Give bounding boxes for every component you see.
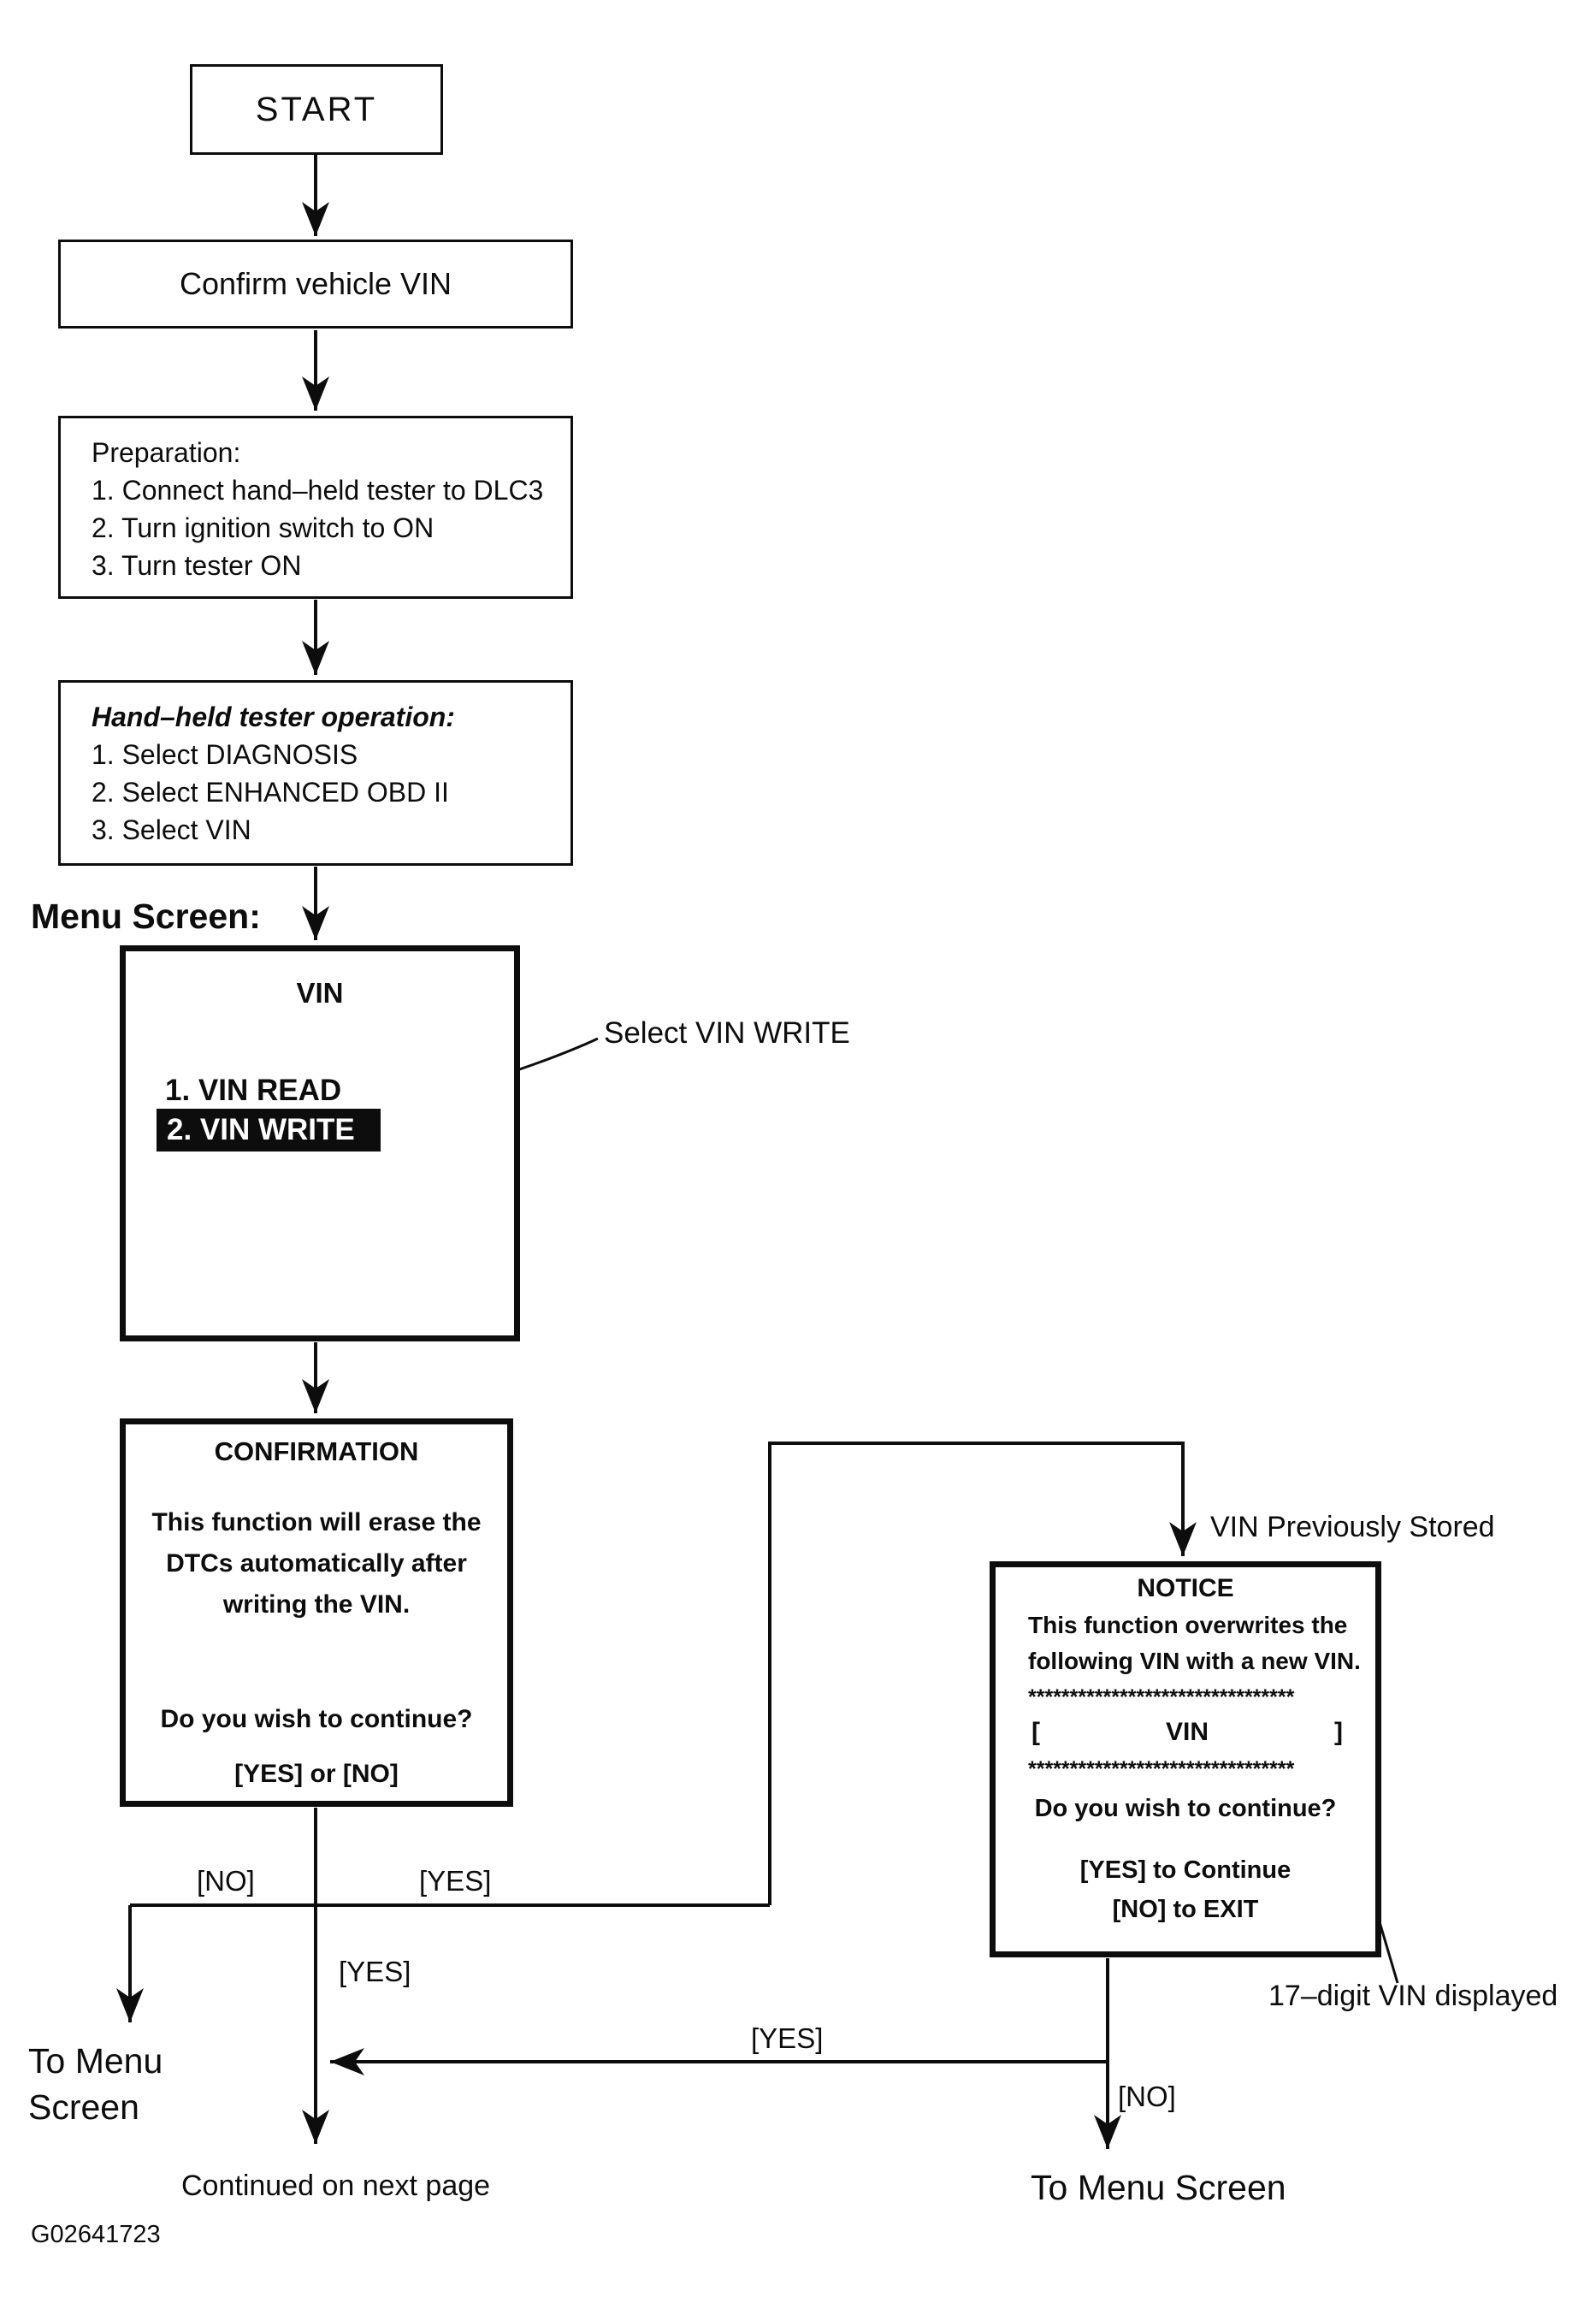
select-vin-write-callout: Select VIN WRITE <box>604 1016 850 1050</box>
tester-operation-step: 2. Select ENHANCED OBD II <box>92 777 449 808</box>
start-node: START <box>190 64 443 155</box>
notice-star-row: ******************************** <box>1028 1685 1295 1709</box>
tester-operation-title: Hand–held tester operation: <box>92 702 455 732</box>
confirmation-options: [YES] or [NO] <box>234 1760 399 1788</box>
vin-menu-screen: VIN 1. VIN READ 2. VIN WRITE <box>120 945 520 1341</box>
edge-label-yes-3: [YES] <box>751 2022 824 2054</box>
notice-vin-value: VIN <box>1165 1718 1209 1746</box>
edge-label-no-2: [NO] <box>1118 2081 1176 2112</box>
notice-screen: NOTICE This function overwrites the foll… <box>990 1561 1381 1957</box>
tester-operation-node: Hand–held tester operation: 1. Select DI… <box>58 680 573 866</box>
arrow-yes-to-notice <box>768 1442 1197 1905</box>
notice-bracket-close: ] <box>1333 1718 1343 1746</box>
edge-label-yes-2: [YES] <box>339 1956 411 1987</box>
notice-vin-bracket-row: [ VIN ] <box>1031 1718 1343 1747</box>
edge-label-no-1: [NO] <box>197 1865 255 1897</box>
notice-yes-option: [YES] to Continue <box>1079 1856 1292 1884</box>
menu-item-vin-write: 2. VIN WRITE <box>167 1113 355 1146</box>
preparation-title: Preparation: <box>92 437 241 468</box>
confirmation-screen: CONFIRMATION This function will erase th… <box>120 1418 513 1807</box>
notice-line: following VIN with a new VIN. <box>1028 1648 1361 1674</box>
confirmation-line: This function will erase the <box>151 1508 482 1536</box>
notice-bracket-open: [ <box>1031 1718 1040 1746</box>
edge-label-yes-1: [YES] <box>419 1865 492 1897</box>
menu-screen-label: Menu Screen: <box>31 897 261 936</box>
start-label: START <box>255 90 378 128</box>
figure-code: G02641723 <box>31 2221 161 2248</box>
continued-next-page-label: Continued on next page <box>181 2170 491 2202</box>
preparation-step: 1. Connect hand–held tester to DLC3 <box>92 475 544 506</box>
menu-item-vin-write-highlight: 2. VIN WRITE <box>157 1109 381 1152</box>
confirm-vin-node: Confirm vehicle VIN <box>58 240 573 329</box>
tester-operation-step: 3. Select VIN <box>92 814 251 845</box>
to-menu-screen-right: To Menu Screen <box>1031 2168 1286 2207</box>
notice-question: Do you wish to continue? <box>1034 1795 1337 1822</box>
preparation-step: 2. Turn ignition switch to ON <box>92 512 434 543</box>
confirmation-line: DTCs automatically after <box>166 1549 467 1578</box>
preparation-step: 3. Turn tester ON <box>92 550 302 581</box>
to-menu-screen-left-line1: To Menu <box>28 2041 163 2081</box>
tester-operation-step: 1. Select DIAGNOSIS <box>92 739 358 770</box>
vin-previously-stored-label: VIN Previously Stored <box>1210 1511 1495 1543</box>
confirmation-question: Do you wish to continue? <box>160 1705 473 1733</box>
notice-title: NOTICE <box>1137 1574 1234 1602</box>
to-menu-screen-left-line2: Screen <box>28 2087 139 2127</box>
seventeen-digit-vin-callout: 17–digit VIN displayed <box>1268 1980 1558 2012</box>
notice-no-option: [NO] to EXIT <box>1112 1896 1259 1923</box>
notice-star-row: ******************************** <box>1028 1757 1295 1781</box>
vin-menu-title: VIN <box>296 977 344 1009</box>
menu-item-vin-read: 1. VIN READ <box>165 1074 342 1107</box>
confirm-vin-label: Confirm vehicle VIN <box>179 266 452 301</box>
preparation-node: Preparation: 1. Connect hand–held tester… <box>58 416 573 599</box>
confirmation-title: CONFIRMATION <box>214 1436 419 1466</box>
confirmation-line: writing the VIN. <box>222 1590 411 1619</box>
notice-line: This function overwrites the <box>1028 1612 1348 1638</box>
